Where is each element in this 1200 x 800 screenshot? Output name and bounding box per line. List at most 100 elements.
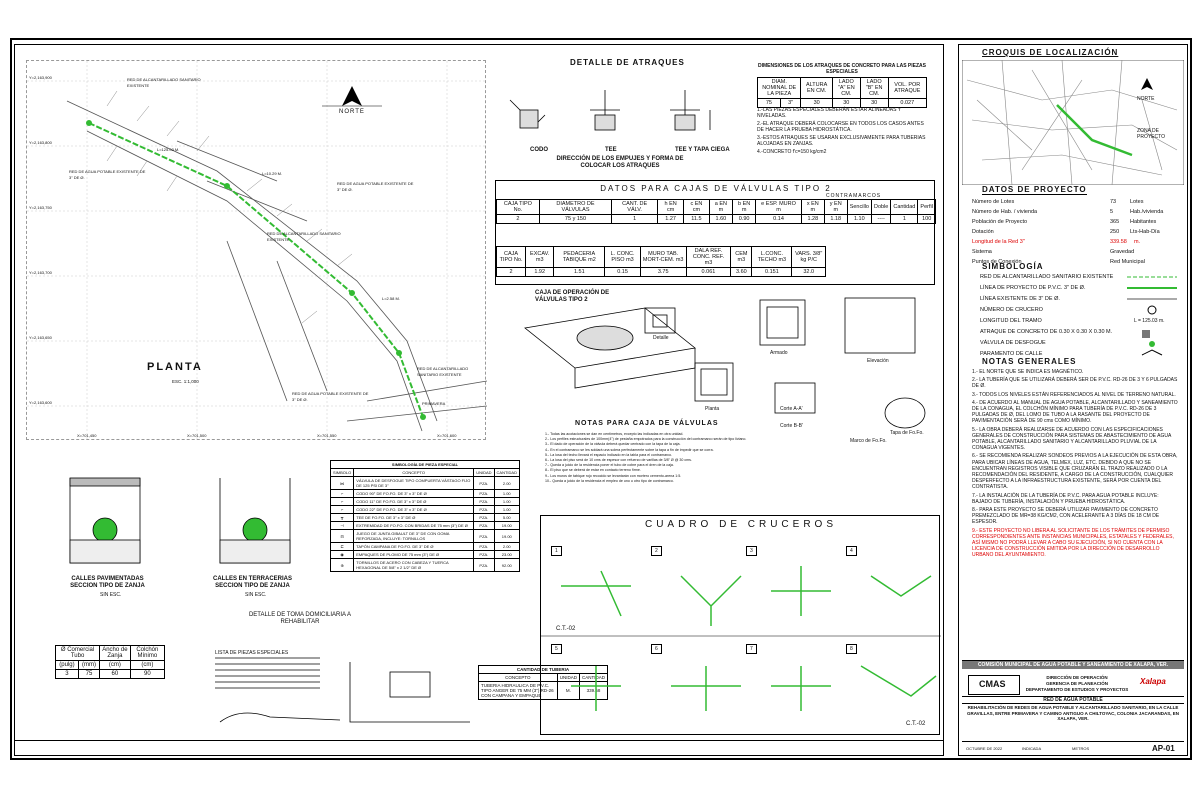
tb-dir2: GERENCIA DE PLANEACIÓN xyxy=(1045,681,1109,686)
caja2-h: CEM m3 xyxy=(730,246,753,268)
nota-general: 7.- LA INSTALACIÓN DE LA TUBERÍA DE P.V.… xyxy=(972,492,1159,505)
zanja-c: 3 xyxy=(55,669,79,679)
plan-coord-y: Y=2,163,700 xyxy=(29,270,52,275)
crucero-num: 4 xyxy=(846,546,857,556)
datos-unit: Lts-Hab-Día xyxy=(1130,229,1160,235)
pieza-unit: PZA. xyxy=(473,505,495,514)
simb-item: PARAMENTO DE CALLE xyxy=(980,351,1043,357)
piezas-h: CONCEPTO xyxy=(353,468,475,477)
caja2-c: 2 xyxy=(495,267,527,277)
caja2-h: L.CONC. TECHO m3 xyxy=(751,246,793,268)
piezas-title: SIMBOLOGÍA DE PIEZA ESPECIAL xyxy=(330,460,520,469)
datos-row: Dotación xyxy=(972,229,994,235)
atraques-note: 3.-ESTOS ATRAQUES SE USARAN EXCLUSIVAMEN… xyxy=(757,135,926,147)
nota-red: 9.- ESTE PROYECTO NO LIBERA AL SOLICITAN… xyxy=(972,527,1174,559)
side-panel xyxy=(958,44,1188,756)
zanja-c: 75 xyxy=(77,669,101,679)
pieza-qty: 23.00 xyxy=(493,550,521,559)
simb-item: NÚMERO DE CRUCERO xyxy=(980,307,1043,313)
caja-h: Perfil xyxy=(917,199,936,215)
zanja-h: Ø Comercial Tubo xyxy=(54,645,101,661)
caja2-h: EXCAV. m3 xyxy=(525,246,555,268)
plan-coord-x: X=701,600 xyxy=(437,433,457,438)
nota-general: 3.- TODOS LOS NIVELES ESTÁN REFERENCIADO… xyxy=(972,391,1176,398)
nota-general: 6.- SE RECOMIENDA REALIZAR SONDEOS PREVI… xyxy=(972,453,1178,491)
caja-op-label: Planta xyxy=(705,406,720,412)
plan-drawing xyxy=(27,61,487,441)
plan-label: RED DE AGUA POTABLE EXISTENTE DE 3" DE Ø… xyxy=(292,391,369,402)
atraq-c2: 30 xyxy=(800,98,833,108)
atraques-title: DETALLE DE ATRAQUES xyxy=(570,58,685,67)
caja-op-label: Detalle xyxy=(653,335,669,341)
caja-c: 1.28 xyxy=(800,214,825,224)
caja-c: 75 y 150 xyxy=(538,214,613,224)
caja-c: 1.10 xyxy=(846,214,872,224)
caja2-c: 1.51 xyxy=(553,267,606,277)
street-name: PRIMAVERA xyxy=(422,401,446,406)
pieza-unit: PZA. xyxy=(473,550,495,559)
croquis-map xyxy=(962,60,1184,185)
cmas-logo-text: CMAS xyxy=(979,679,1006,689)
caja2-h: MURO TAB. MORT-CEM. m3 xyxy=(639,246,687,268)
caja-h: y EN m xyxy=(823,199,848,215)
crucero-num: 5 xyxy=(551,644,562,654)
simb-item: ATRAQUE DE CONCRETO DE 0.30 X 0.30 X 0.3… xyxy=(980,329,1113,335)
nota-general: 5.- LA OBRA DEBERÁ REALIZARSE DE ACUERDO… xyxy=(972,426,1172,452)
bolt-icon: ⊕ xyxy=(329,558,355,572)
plan-coord-y: Y=2,163,900 xyxy=(29,75,52,80)
caja-h: DIAMETRO DE VÁLVULAS xyxy=(538,199,613,215)
datos-val: 339.58 xyxy=(1110,239,1127,245)
caja2-h: L. CONC. PISO m3 xyxy=(604,246,641,268)
pieza-unit: PZA. xyxy=(473,497,495,506)
datos-unit: Habitantes xyxy=(1130,219,1157,225)
atraque-label-codo: CODO xyxy=(530,147,548,153)
nota-valv: 4.- En el contramarco se les soldará una… xyxy=(545,447,714,452)
plan-coord-x: X=701,550 xyxy=(317,433,337,438)
caja-h: Doble xyxy=(870,199,892,215)
cmas-logo: CMAS xyxy=(968,675,1020,695)
simbologia-symbols xyxy=(1127,276,1177,356)
datos-label: Población de Proyecto xyxy=(972,219,1028,225)
cajas-title: DATOS PARA CAJAS DE VÁLVULAS TIPO 2 xyxy=(600,184,832,193)
pieza-concept: EMPAQUES DE PLOMO DE 75 mm (3") DE Ø xyxy=(353,550,475,559)
cajas-table-2: CAJA TIPO No. EXCAV. m3 PEDACERIA TABIQU… xyxy=(495,246,826,277)
nota-valv: 2.- Los perfiles estructurales de 100mm(… xyxy=(545,437,747,442)
caja-h: a EN m xyxy=(708,199,734,215)
pieza-concept: EXTREMIDAD DE FO.FO. CON BRIDAS DE 75 mm… xyxy=(353,521,475,530)
atraq-h4: VOL. POR ATRAQUE xyxy=(887,77,928,99)
plan-label: RED DE ALCANTARILLADO SANITARIO EXISTENT… xyxy=(127,77,201,88)
pieza-unit: PZA. xyxy=(473,521,495,530)
atraque-label-tee-tapa: TEE Y TAPA CIEGA xyxy=(675,147,730,153)
crucero-num: 6 xyxy=(651,644,662,654)
datos-val: 250 xyxy=(1110,229,1120,235)
piezas-table: SIMBOLOGÍA DE PIEZA ESPECIAL SIMBOLO CON… xyxy=(329,460,521,572)
caja-op-label: Armado xyxy=(770,350,788,356)
plan-coord-x: X=701,500 xyxy=(187,433,207,438)
nota-valv: 1.- Todas las acotaciones se dan en cent… xyxy=(545,432,684,436)
caja-op-title: CAJA DE OPERACIÓN DE VÁLVULAS TIPO 2 xyxy=(535,290,610,303)
datos-val: 5 xyxy=(1110,209,1114,215)
datos-val: 365 xyxy=(1110,219,1120,225)
pieza-unit: PZA. xyxy=(473,542,495,551)
datos-row: Longitud de la Red 3" xyxy=(972,239,1025,245)
caja-c: 100 xyxy=(917,214,936,224)
caja-c: 1 xyxy=(611,214,659,224)
elbow-22-icon: ⌐ xyxy=(329,505,355,514)
tb-project: REHABILITACIÓN DE REDES DE AGUA POTABLE … xyxy=(966,705,1179,721)
caja-h: h EN cm xyxy=(657,199,685,215)
datos-label: Puntos de Conexión xyxy=(972,259,1022,265)
caja-h: Cantidad xyxy=(890,199,919,215)
cajas-section: DATOS PARA CAJAS DE VÁLVULAS TIPO 2 CAJA… xyxy=(495,180,936,285)
notas-valvulas-title: NOTAS PARA CAJA DE VÁLVULAS xyxy=(575,420,719,427)
simb-longitud: L = 125.03 m. xyxy=(1134,318,1165,324)
pieza-concept: TORNILLOS DE ACERO CON CABEZA Y TUERCA H… xyxy=(353,558,475,572)
zanja-sinesc: SIN ESC. xyxy=(245,592,267,598)
datos-label: Longitud de la Red 3" xyxy=(972,239,1025,245)
crucero-ct: C.T.-02 xyxy=(556,626,576,632)
toma-section: DETALLE DE TOMA DOMICILIARIA A REHABILIT… xyxy=(200,612,480,742)
xalapa-logo: Xalapa xyxy=(1140,677,1166,686)
atraque-label-tee: TEE xyxy=(605,147,617,153)
caja-c: 1 xyxy=(890,214,919,224)
notas-valvulas-list: 1.- Todas las acotaciones se dan en cent… xyxy=(545,432,770,484)
pieza-concept: TAPÓN CAMPANA DE FO.FO. DE 3" DE Ø xyxy=(353,542,475,551)
